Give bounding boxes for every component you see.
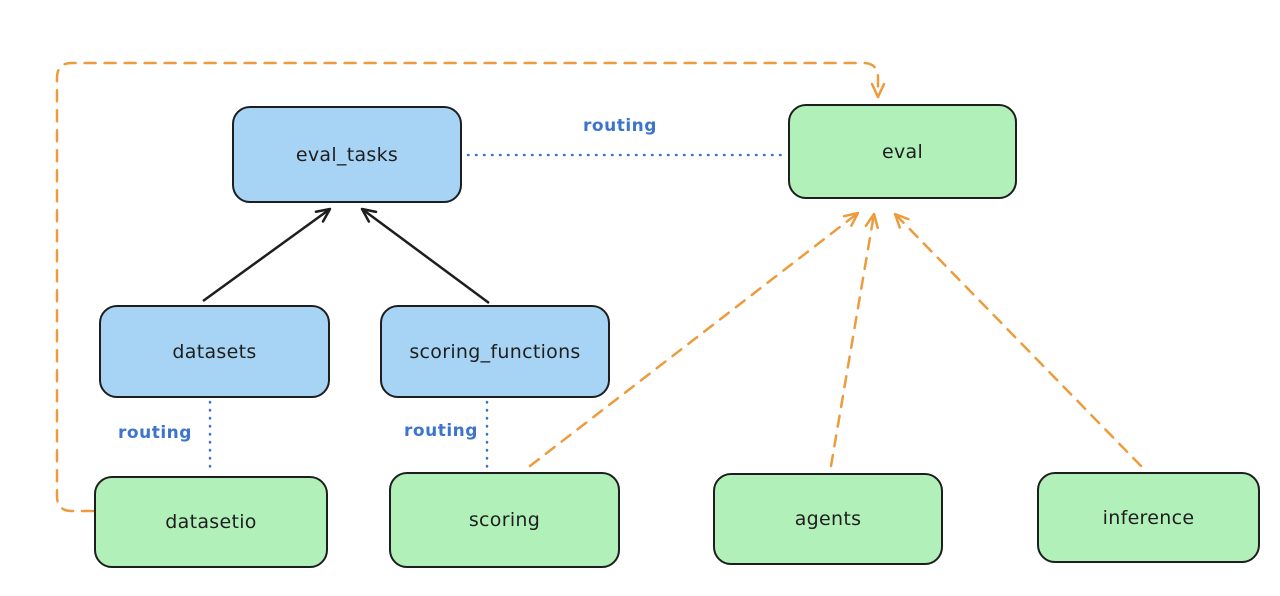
node-eval-label: eval (881, 140, 924, 163)
node-agents-label: agents (794, 508, 862, 530)
node-eval: eval (788, 104, 1017, 199)
node-scoring-functions: scoring_functions (380, 305, 610, 398)
edge-label-routing-datasets: routing (118, 423, 192, 443)
node-datasets: datasets (99, 305, 330, 398)
node-datasets-label: datasets (172, 340, 257, 363)
node-agents: agents (713, 473, 943, 565)
edge-label-routing-top: routing (583, 116, 657, 136)
node-datasetio-label: datasetio (165, 511, 257, 533)
node-scoring: scoring (389, 472, 620, 568)
node-eval-tasks: eval_tasks (232, 106, 462, 203)
edge-scoring-to-eval (528, 211, 860, 468)
edge-datasets-to-eval-tasks (202, 207, 332, 303)
node-scoring-functions-label: scoring_functions (409, 340, 581, 363)
node-inference-label: inference (1102, 506, 1195, 529)
edge-label-routing-scoring: routing (404, 421, 478, 441)
edge-datasetio-to-eval (55, 61, 886, 513)
node-datasetio: datasetio (94, 476, 328, 568)
edge-inference-to-eval (893, 212, 1143, 468)
node-eval-tasks-label: eval_tasks (295, 143, 399, 166)
edge-agents-to-eval (829, 212, 879, 468)
edge-scoring-functions-to-eval-tasks (360, 207, 490, 305)
node-scoring-label: scoring (468, 509, 541, 531)
node-inference: inference (1037, 472, 1260, 563)
